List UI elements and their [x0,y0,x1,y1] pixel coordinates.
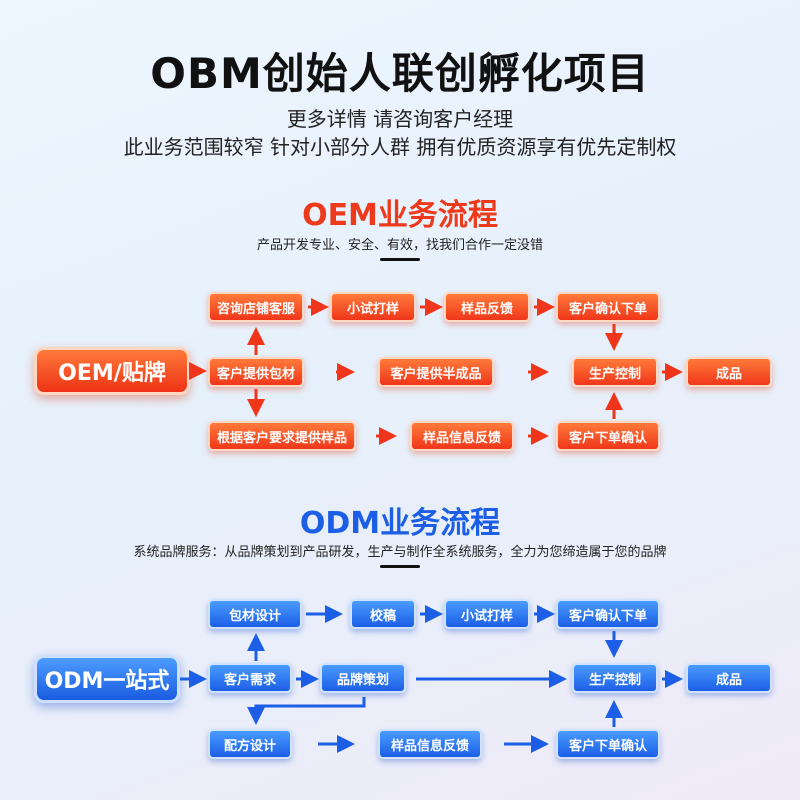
odm-step-production-control: 生产控制 [572,663,658,693]
oem-section-title: OEM业务流程 [302,198,498,233]
oem-step-customer-confirm-order: 客户确认下单 [556,292,660,322]
odm-step-finished-product: 成品 [686,663,772,693]
oem-step-customer-provide-packaging: 客户提供包材 [208,357,304,387]
odm-step-small-trial: 小试打样 [444,599,530,629]
oem-step-consult-store: 咨询店铺客服 [208,292,304,322]
odm-step-formula-design: 配方设计 [208,729,292,759]
odm-main-label: ODM一站式 [34,655,180,703]
odm-step-packaging-design: 包材设计 [208,599,302,629]
subtitle-contact: 更多详情 请咨询客户经理 [286,107,514,131]
odm-divider [380,565,420,568]
odm-step-customer-confirm-order: 客户确认下单 [556,599,660,629]
odm-step-sample-info-feedback: 样品信息反馈 [378,729,482,759]
oem-divider [380,258,420,261]
oem-step-sample-by-request: 根据客户要求提供样品 [208,421,356,451]
odm-step-brand-planning: 品牌策划 [320,663,406,693]
odm-step-customer-order-confirm: 客户下单确认 [556,729,660,759]
oem-main-label: OEM/贴牌 [34,347,190,395]
page-title: OBM创始人联创孵化项目 [150,49,650,98]
odm-step-customer-needs: 客户需求 [208,663,292,693]
oem-step-production-control: 生产控制 [572,357,658,387]
oem-step-customer-provide-semi: 客户提供半成品 [378,357,494,387]
subtitle-scope: 此业务范围较窄 针对小部分人群 拥有优质资源享有优先定制权 [123,135,677,159]
odm-section-title: ODM业务流程 [299,506,501,541]
oem-step-sample-feedback: 样品反馈 [444,292,530,322]
oem-step-customer-order-confirm: 客户下单确认 [556,421,660,451]
odm-step-proofread: 校稿 [350,599,416,629]
oem-section-subtitle: 产品开发专业、安全、有效，找我们合作一定没错 [256,238,543,253]
odm-section-subtitle: 系统品牌服务：从品牌策划到产品研发，生产与制作全系统服务，全力为您缔造属于您的品… [133,545,667,560]
oem-step-sample-info-feedback: 样品信息反馈 [410,421,514,451]
oem-step-small-trial: 小试打样 [330,292,416,322]
arrow-icon [247,697,366,725]
oem-step-finished-product: 成品 [686,357,772,387]
